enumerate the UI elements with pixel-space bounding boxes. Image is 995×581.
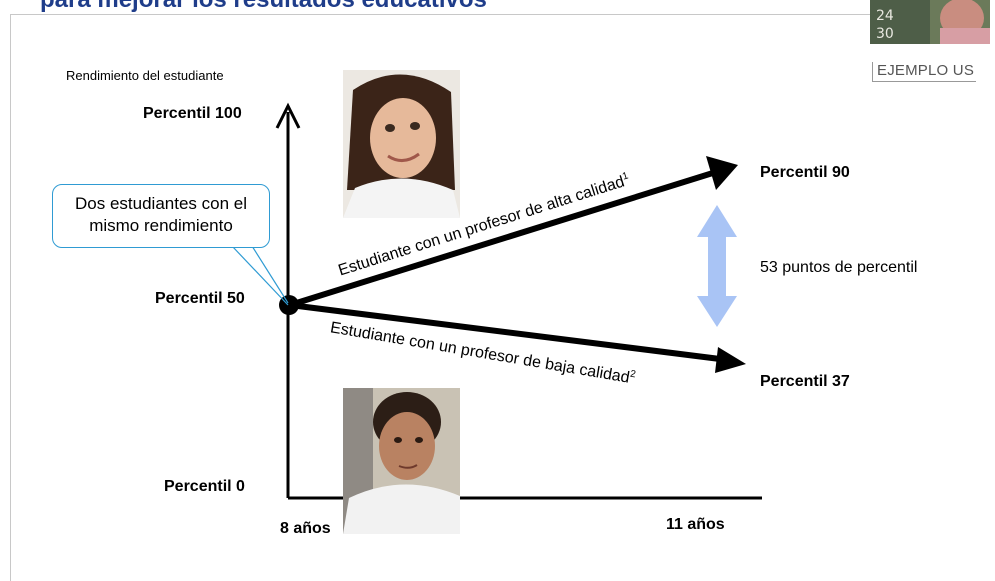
y-tick-0: Percentil 0: [164, 478, 245, 495]
y-axis-title: Rendimiento del estudiante: [66, 68, 224, 83]
high-quality-arrowhead: [706, 156, 738, 190]
slide-title: para mejorar los resultados educativos: [40, 0, 487, 14]
callout-line-2: mismo rendimiento: [89, 216, 233, 235]
girl-photo: [343, 70, 460, 218]
low-quality-arrowhead: [715, 347, 746, 373]
y-tick-50: Percentil 50: [155, 290, 245, 307]
svg-text:30: 30: [876, 26, 894, 42]
high-quality-line: [289, 169, 717, 308]
callout-line-1: Dos estudiantes con el: [75, 194, 247, 213]
callout-pointer: [251, 245, 289, 304]
slide-frame: [10, 14, 979, 581]
corner-photo: 24 30: [870, 0, 990, 44]
gap-label: 53 puntos de percentil: [760, 259, 918, 276]
boy-photo: [343, 388, 460, 534]
callout-box: Dos estudiantes con el mismo rendimiento: [52, 184, 270, 248]
low-quality-line: [289, 302, 721, 362]
end-label-high: Percentil 90: [760, 164, 850, 181]
svg-text:24: 24: [876, 8, 894, 24]
x-tick-11: 11 años: [666, 516, 725, 533]
y-axis-arrowhead: [275, 102, 301, 129]
end-label-low: Percentil 37: [760, 373, 850, 390]
example-tag: EJEMPLO US: [872, 62, 977, 82]
x-tick-8: 8 años: [280, 520, 331, 537]
gap-double-arrow: [697, 205, 737, 327]
y-tick-100: Percentil 100: [143, 105, 242, 122]
callout-pointer-2: [231, 245, 289, 306]
